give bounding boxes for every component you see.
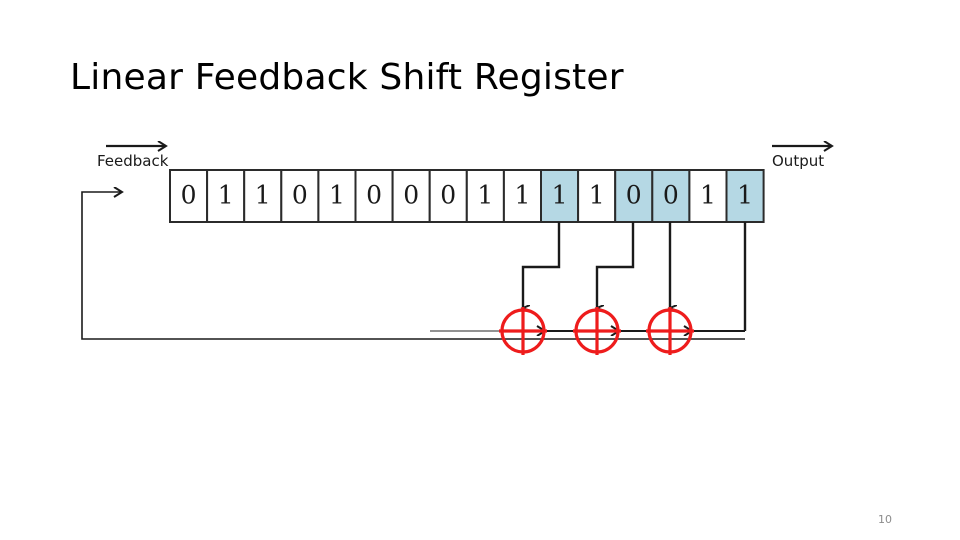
register-cell (577, 169, 617, 223)
register-cell-bit: 1 (700, 181, 716, 210)
output-label: Output (772, 152, 824, 170)
register-cell (651, 169, 691, 223)
register-cell-bit: 0 (626, 181, 642, 210)
register-cell-bit: 1 (589, 181, 605, 210)
register-cell (280, 169, 320, 223)
register-cell-bit: 1 (218, 181, 234, 210)
xor-gates (499, 307, 694, 355)
register-cell-bit: 0 (181, 181, 197, 210)
register-cell (169, 169, 209, 223)
register-cell (465, 169, 505, 223)
xor-gate-1 (499, 307, 547, 355)
xor-gate-2 (573, 307, 621, 355)
register-cell (614, 169, 654, 223)
register-cell-bit: 0 (366, 181, 382, 210)
register-cell-bit: 1 (552, 181, 568, 210)
register-cell (354, 169, 394, 223)
tap-wire-cell-12 (597, 222, 635, 308)
register-cell (502, 169, 542, 223)
register-cell-bit: 0 (292, 181, 308, 210)
page-number: 10 (878, 513, 892, 526)
register-cell-bit: 0 (440, 181, 456, 210)
register-cell-bit: 0 (403, 181, 419, 210)
tap-wire-cell-10 (523, 222, 561, 308)
register-cell-bit: 1 (477, 181, 493, 210)
register-cell-bit: 1 (514, 181, 530, 210)
register-cell-bit: 0 (663, 181, 679, 210)
tap-wires (523, 222, 747, 331)
output-label-group: Output (772, 146, 832, 170)
register-cell-bit: 1 (329, 181, 345, 210)
feedback-loop-wire (81, 192, 745, 340)
register-cell (725, 169, 765, 223)
feedback-label-group: Feedback (97, 146, 169, 170)
register-cell (317, 169, 357, 223)
xor-gate-3 (646, 307, 694, 355)
feedback-label: Feedback (97, 152, 169, 170)
feedback-wire (81, 192, 745, 340)
page-title: Linear Feedback Shift Register (70, 57, 624, 98)
register-cell (428, 169, 468, 223)
register-cell-bit: 1 (737, 181, 753, 210)
register-cell-bit: 1 (255, 181, 271, 210)
